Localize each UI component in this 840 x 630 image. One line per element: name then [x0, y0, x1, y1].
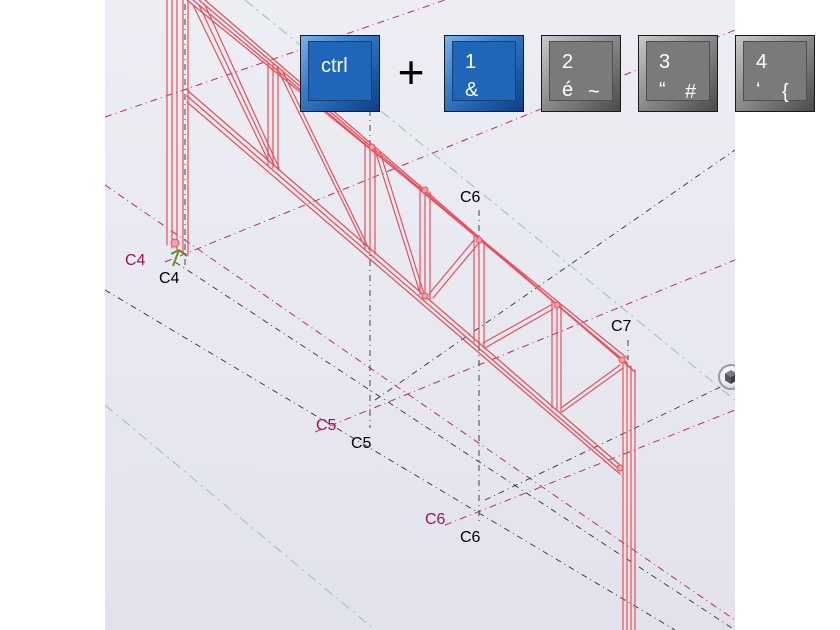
view-cube-icon[interactable]: [718, 364, 735, 390]
grid-lines-black: [105, 0, 735, 630]
node-plates: [170, 143, 626, 472]
cube-glyph-icon: [725, 370, 735, 384]
key-2: 2 é ~: [541, 35, 621, 112]
reference-lines: [105, 0, 735, 630]
ctrl-key: ctrl: [300, 35, 380, 112]
model-scene[interactable]: [105, 0, 735, 630]
key-4-top-label: 4: [756, 51, 768, 73]
coordinate-axis-icon: [170, 249, 188, 267]
key-4: 4 ‘ {: [735, 35, 815, 112]
key-1-face: 1 &: [452, 41, 516, 101]
grid-line-b1: [174, 261, 735, 630]
ctrl-key-label: ctrl: [321, 55, 348, 77]
key-4-alt-label: {: [782, 81, 789, 103]
grid-label-c6-top: C6: [460, 189, 481, 206]
grid-label-c6-magenta: C6: [425, 511, 446, 528]
key-2-top-label: 2: [562, 51, 574, 73]
grid-label-c7: C7: [611, 318, 632, 335]
key-3-bottom-label: “: [659, 79, 666, 101]
column-right: [622, 359, 636, 630]
grid-label-c5-black: C5: [351, 435, 372, 452]
column-left: [166, 0, 189, 256]
grid-label-c4-black: C4: [159, 270, 180, 287]
grid-line-m1: [105, 0, 446, 118]
key-1-bottom-label: &: [465, 79, 479, 101]
grid-label-c5-magenta: C5: [316, 417, 337, 434]
ref-line-top: [244, 0, 735, 401]
bottom-chord: [186, 89, 621, 475]
key-2-alt-label: ~: [588, 81, 600, 103]
key-4-bottom-label: ‘: [756, 79, 761, 101]
key-4-face: 4 ‘ {: [743, 41, 807, 103]
key-2-face: 2 é ~: [549, 41, 613, 103]
truss-diagonals: [192, 4, 624, 413]
truss-frame[interactable]: [166, 0, 636, 630]
key-2-bottom-label: é: [562, 79, 574, 101]
grid-line-m5: [444, 409, 735, 526]
key-1-top-label: 1: [465, 51, 477, 73]
key-3: 3 “ #: [638, 35, 718, 112]
3d-viewport[interactable]: C4 C4 C5 C5 C6 C6 C6 C7: [105, 0, 735, 630]
grid-line-b3: [374, 149, 735, 401]
key-3-face: 3 “ #: [646, 41, 710, 103]
ref-line-bottom: [105, 404, 376, 630]
key-1: 1 &: [444, 35, 524, 112]
grid-label-c4-magenta: C4: [125, 252, 146, 269]
truss-verticals: [267, 61, 562, 413]
key-3-alt-label: #: [685, 81, 697, 103]
ctrl-key-face: ctrl: [308, 41, 372, 101]
grid-line-b4: [484, 379, 735, 501]
grid-line-m4: [314, 259, 735, 433]
grid-line-b2: [105, 289, 676, 630]
plus-sign: +: [397, 46, 425, 98]
grid-label-c6-black: C6: [460, 529, 481, 546]
key-3-top-label: 3: [659, 51, 671, 73]
